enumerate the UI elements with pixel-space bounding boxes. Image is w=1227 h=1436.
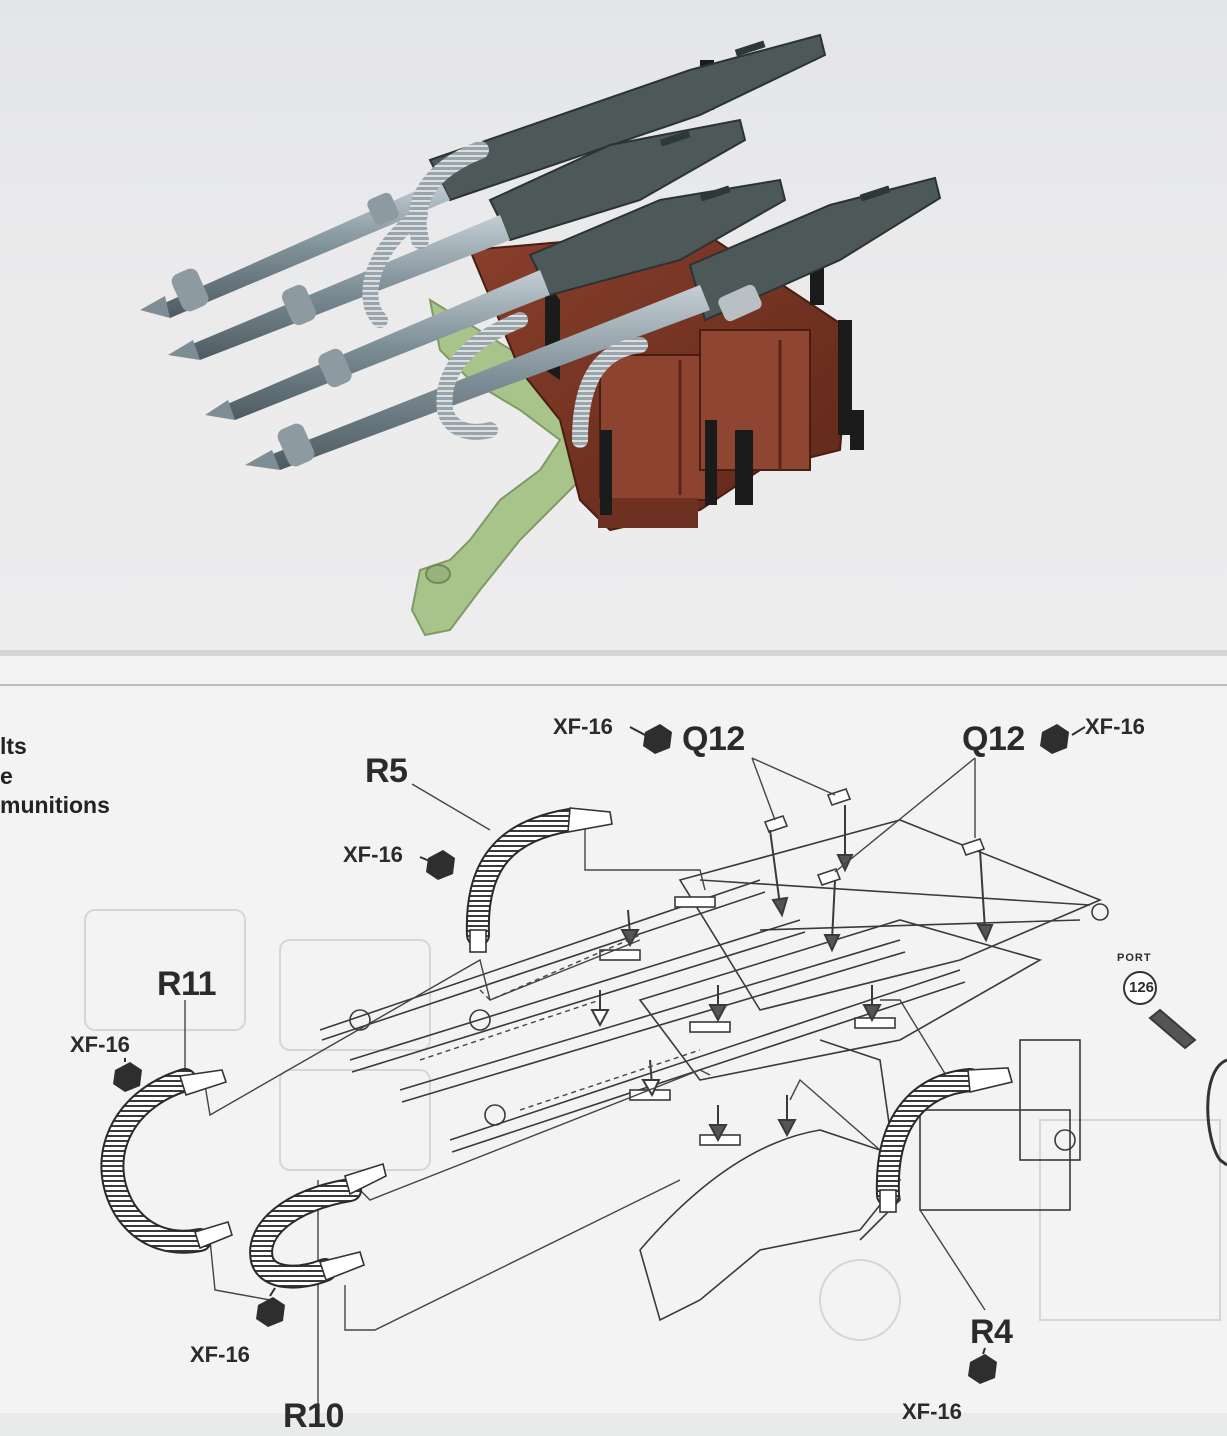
paint-label-q12-right: XF-16	[1085, 714, 1145, 739]
leader-lines	[184, 757, 986, 1410]
part-label-q12-right: Q12	[962, 720, 1025, 758]
port-part-outline	[1206, 1058, 1227, 1167]
photo-paper-edge	[0, 650, 1227, 658]
paint-marker-pointers	[124, 726, 1086, 1355]
side-text-line-3: munitions	[0, 792, 110, 818]
port-number: 126	[1129, 979, 1155, 996]
ammo-chutes	[362, 141, 648, 448]
side-text-line-1: lts	[0, 733, 27, 759]
paint-label-r5: XF-16	[343, 842, 403, 867]
paint-markers	[113, 724, 1069, 1384]
part-label-q12-left: Q12	[682, 720, 745, 758]
machine-guns	[140, 33, 942, 470]
coil-parts	[100, 807, 1013, 1289]
assembly-arrows	[590, 805, 1197, 1143]
paint-label-r10: XF-16	[190, 1342, 250, 1367]
part-label-r11: R11	[157, 965, 217, 1003]
part-label-r10: R10	[283, 1397, 344, 1435]
part-label-r4: R4	[970, 1313, 1013, 1351]
instruction-sheet	[0, 656, 1227, 1413]
paint-label-r4: XF-16	[902, 1399, 962, 1424]
paint-label-q12-left: XF-16	[553, 714, 613, 739]
port-label: PORT	[1117, 952, 1152, 964]
bleed-through	[84, 909, 1221, 1341]
paint-label-r11: XF-16	[70, 1032, 130, 1057]
part-label-r5: R5	[365, 752, 408, 790]
port-badge	[1123, 971, 1157, 1005]
side-text-line-2: e	[0, 763, 13, 789]
